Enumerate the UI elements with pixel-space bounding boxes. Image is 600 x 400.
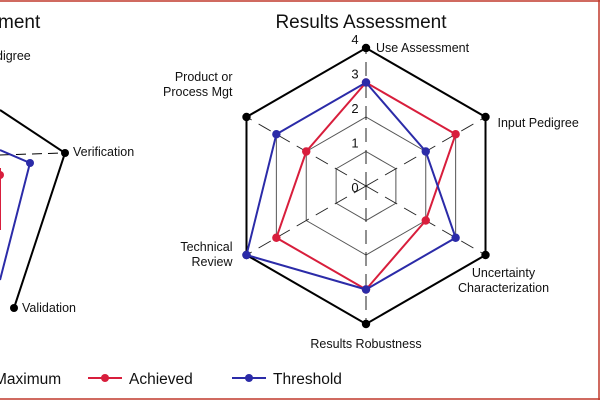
left-maximum-line — [0, 109, 67, 309]
axis-label-2-line-0: Uncertainty — [472, 266, 536, 280]
threshold-point-5 — [272, 130, 281, 139]
chart-title: Results Assessment — [275, 12, 447, 33]
legend-label-achieved: Achieved — [129, 371, 193, 388]
legend-threshold-marker — [245, 374, 253, 382]
left-achieved-point — [0, 171, 4, 179]
left-threshold-point — [26, 159, 34, 167]
achieved-point-2 — [421, 216, 430, 225]
axis-label-4-line-1: Review — [191, 255, 233, 269]
legend-label-maximum: Maximum — [0, 371, 61, 388]
maximum-point-1 — [481, 112, 490, 122]
legend: Maximum Achieved Threshold — [0, 371, 342, 388]
threshold-point-1 — [421, 147, 430, 156]
left-maximum-point-verification — [61, 149, 69, 157]
threshold-point-4 — [242, 250, 251, 260]
maximum-point-3 — [361, 319, 371, 329]
spoke-4 — [246, 185, 367, 256]
left-radar-panel: ment digree Verification Validation — [0, 12, 134, 315]
legend-achieved-marker — [101, 374, 109, 382]
left-axis-label-validation: Validation — [22, 301, 76, 315]
axis-label-1-line-0: Input Pedigree — [498, 116, 579, 130]
threshold-point-2 — [451, 233, 460, 242]
radial-tick-1: 1 — [351, 136, 358, 151]
left-spoke — [0, 152, 63, 156]
radial-tick-3: 3 — [351, 67, 358, 82]
threshold-point-0 — [361, 78, 371, 87]
axis-label-5-line-0: Product or — [175, 70, 233, 84]
maximum-point-5 — [242, 112, 251, 122]
radial-tick-0: 0 — [351, 180, 358, 195]
threshold-point-3 — [361, 285, 371, 294]
left-threshold-line — [0, 149, 32, 281]
left-maximum-point-validation — [10, 304, 18, 312]
axis-label-0-line-0: Use Assessment — [376, 41, 470, 55]
axis-label-4-line-0: Technical — [180, 240, 232, 254]
maximum-point-2 — [481, 250, 490, 260]
left-axis-label-verification: Verification — [73, 145, 134, 159]
maximum-point-0 — [361, 43, 371, 53]
radial-tick-4: 4 — [351, 32, 358, 47]
legend-label-threshold: Threshold — [273, 371, 342, 388]
left-chart-title-fragment: ment — [0, 12, 41, 33]
axis-label-3-line-0: Results Robustness — [310, 337, 421, 351]
achieved-point-4 — [272, 233, 281, 242]
achieved-point-1 — [451, 130, 460, 139]
achieved-point-5 — [302, 147, 311, 156]
left-axis-label-pedigree: digree — [0, 49, 31, 63]
axis-label-5-line-1: Process Mgt — [163, 85, 233, 99]
axis-label-2-line-1: Characterization — [458, 281, 549, 295]
radial-tick-2: 2 — [351, 101, 358, 116]
